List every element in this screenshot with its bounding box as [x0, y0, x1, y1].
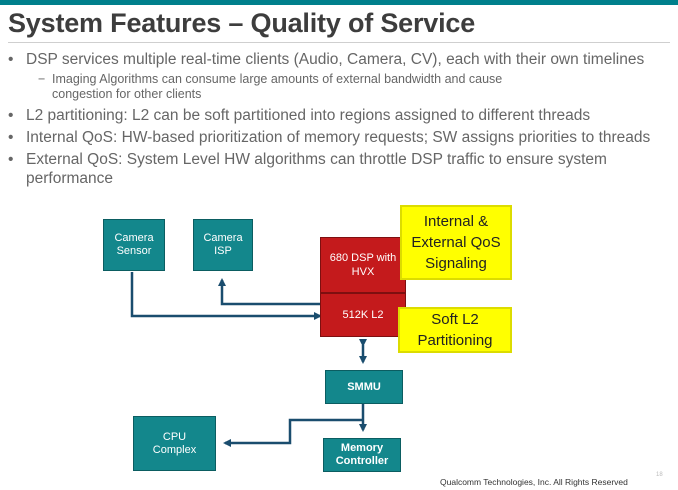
- camera-sensor-block: Camera Sensor: [103, 219, 165, 271]
- soft-l2-partitioning-label: Soft L2 Partitioning: [398, 307, 512, 353]
- sub-bullet-dash: −: [38, 72, 46, 86]
- bullet-text: DSP services multiple real-time clients …: [26, 51, 645, 68]
- dsp-block: 680 DSP with HVX: [320, 237, 406, 293]
- memory-controller-block: Memory Controller: [323, 438, 401, 472]
- page-number: 18: [656, 472, 663, 478]
- bullet-text: Internal QoS: HW-based prioritization of…: [26, 129, 651, 146]
- bullet-text: L2 partitioning: L2 can be soft partitio…: [26, 107, 591, 124]
- bullet-dot: •: [8, 129, 14, 146]
- bullet-dot: •: [8, 51, 14, 68]
- bullet-list: • DSP services multiple real-time client…: [8, 50, 670, 191]
- top-accent-bar: [0, 0, 678, 5]
- sub-bullet-text: Imaging Algorithms can consume large amo…: [52, 72, 503, 101]
- title-divider: [8, 42, 670, 43]
- bullet-item: • External QoS: System Level HW algorith…: [8, 150, 670, 188]
- sensor-to-l2-connector: [130, 272, 322, 320]
- copyright-footer: Qualcomm Technologies, Inc. All Rights R…: [440, 477, 628, 487]
- bullet-item: • L2 partitioning: L2 can be soft partit…: [8, 106, 670, 125]
- bullet-dot: •: [8, 107, 14, 124]
- bullet-item: • Internal QoS: HW-based prioritization …: [8, 128, 670, 147]
- l2-to-isp-connector: [218, 278, 320, 306]
- smmu-block: SMMU: [325, 370, 403, 404]
- qos-signaling-label: Internal & External QoS Signaling: [400, 205, 512, 280]
- camera-isp-block: Camera ISP: [193, 219, 253, 271]
- slide-title: System Features – Quality of Service: [8, 8, 476, 38]
- bullet-text: External QoS: System Level HW algorithms…: [26, 151, 607, 187]
- bus-to-cpu-connector: [223, 418, 363, 447]
- bullet-dot: •: [8, 151, 14, 168]
- l2-cache-block: 512K L2: [320, 293, 406, 337]
- cpu-complex-block: CPU Complex: [133, 416, 216, 471]
- sub-bullet-item: − Imaging Algorithms can consume large a…: [8, 72, 670, 102]
- bullet-item: • DSP services multiple real-time client…: [8, 50, 670, 69]
